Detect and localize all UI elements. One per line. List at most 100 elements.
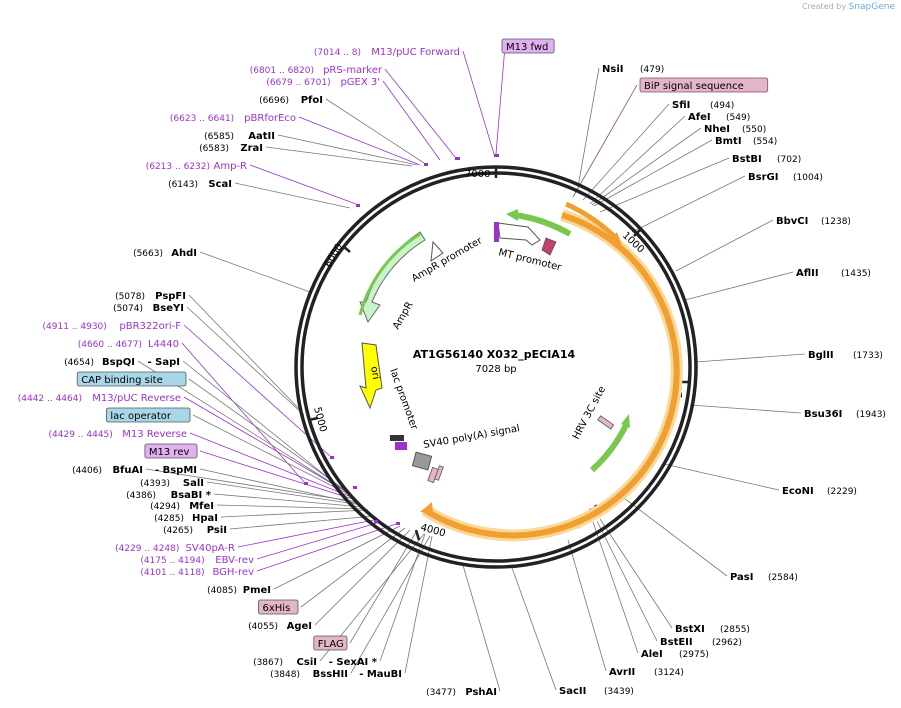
- mt-promoter-marker: [494, 222, 499, 242]
- mt-promoter-label: MT promoter: [497, 247, 563, 273]
- flag-block: [434, 465, 444, 481]
- enzyme-label-psii: PsiI: [207, 525, 227, 536]
- leader-alei: [592, 521, 639, 654]
- enzyme-label-aatii: AatII: [248, 131, 275, 142]
- enzyme-pos-hpai: (4285): [154, 514, 184, 524]
- enzyme-label-bglii: BglII: [808, 350, 834, 361]
- enzyme-pos-avrii: (3124): [654, 668, 684, 678]
- primer-pos-bgh-rev: (4101 .. 4118): [140, 568, 204, 578]
- enzyme-pos-pshai: (3477): [426, 688, 456, 698]
- feature-box-m13-fwd: [501, 38, 555, 54]
- tick-label-7000: 7000: [465, 169, 490, 180]
- leader-flag: [349, 531, 417, 644]
- lac-promoter-label: lac promoter: [387, 367, 420, 432]
- feature-label-bip-signal-sequence: BiP signal sequence: [644, 81, 744, 92]
- enzyme-pos-pfoi: (6696): [259, 96, 289, 106]
- leader-sapi: [182, 360, 343, 490]
- primer-site-marks: [304, 154, 499, 525]
- leader-pbr322ori-f: [183, 324, 331, 457]
- primer-label-pbr322ori-f: pBR322ori-F: [119, 321, 181, 332]
- enzyme-label-bsu36i: Bsu36I: [804, 409, 842, 420]
- plasmid-name: AT1G56140 X032_pECIA14: [413, 348, 576, 361]
- enzyme-label-nsii: NsiI: [602, 64, 623, 75]
- primer-mark-pbr322: [330, 456, 334, 459]
- feature-box-cap-binding-site: [76, 371, 187, 387]
- ori-arrow: [359, 342, 383, 410]
- leader-m13-reverse: [189, 432, 355, 499]
- leader-ebv-rev: [256, 521, 381, 560]
- enzyme-pos-bstbi: (702): [777, 155, 801, 165]
- enzyme-pos-alei: (2975): [679, 650, 709, 660]
- snapgene-logo: SnapGene: [848, 2, 895, 12]
- enzyme-label-bsshii: BssHII: [313, 669, 348, 680]
- enzyme-label-bfuai: BfuAI: [112, 465, 143, 476]
- leader-sali: [206, 481, 363, 506]
- leader-sexai: [379, 533, 426, 662]
- leader-bsrgi: [631, 175, 746, 233]
- primer-pos-pbrforeco: (6623 .. 6641): [170, 114, 234, 124]
- green-arc-right: [589, 423, 629, 473]
- green-arc-top: [514, 212, 572, 237]
- leader-m13-puc-reverse: [183, 396, 351, 495]
- enzyme-label-sacii: SacII: [559, 686, 586, 697]
- primer-mark-l4440: [304, 482, 308, 485]
- tick-5000: [308, 416, 319, 422]
- lac-operator-block: [390, 435, 404, 441]
- enzyme-pos-bsu36i: (1943): [856, 410, 886, 420]
- primer-pos-m13-puc-forward: (7014 .. 8): [314, 48, 361, 58]
- leader-avrii: [567, 539, 607, 672]
- tick-6000: [342, 245, 351, 253]
- lac-promoter-block: [395, 442, 407, 450]
- feature-box-lac-operator: [106, 407, 191, 423]
- feature-box-6xhis: [258, 599, 299, 615]
- primer-mark-m13-fwd: [494, 154, 499, 157]
- leader-bstxi: [599, 518, 673, 629]
- primer-mark-m13rev: [353, 486, 357, 489]
- leader-scai: [234, 182, 351, 209]
- primer-label-amp-r: Amp-R: [214, 161, 248, 172]
- feature-label-m13-rev: M13 rev: [149, 447, 190, 458]
- enzyme-label-bsrgi: BsrGI: [748, 172, 778, 183]
- primer-label-bgh-rev: BGH-rev: [212, 567, 254, 578]
- feature-label-6xhis: 6xHis: [263, 603, 291, 614]
- leader-hpai: [220, 509, 369, 518]
- feature-box-m13-rev: [144, 443, 198, 459]
- enzyme-pos-sali: (4393): [140, 479, 170, 489]
- enzyme-label-bstxi: BstXI: [675, 624, 705, 635]
- enzyme-label-sexai: - SexAI *: [329, 657, 378, 668]
- enzyme-pos-nhei: (550): [742, 125, 766, 135]
- primer-label-pgex-3: pGEX 3': [340, 77, 380, 88]
- enzyme-label-pspfi: PspFI: [155, 291, 186, 302]
- enzyme-pos-bglii: (1733): [853, 351, 883, 361]
- leader-agei: [314, 529, 411, 626]
- leader-bsshii: [350, 535, 431, 674]
- leader-zrai: [265, 146, 413, 167]
- enzyme-label-afei: AfeI: [688, 112, 711, 123]
- leader-mfei: [216, 504, 367, 510]
- enzyme-label-sapi: - SapI: [148, 357, 180, 368]
- leader-bstbi: [599, 157, 730, 213]
- enzyme-label-hpai: HpaI: [192, 513, 218, 524]
- feature-label-flag: FLAG: [318, 639, 344, 650]
- enzyme-label-bseyi: BseYI: [153, 303, 184, 314]
- leader-bseyi: [186, 306, 305, 416]
- primer-pos-amp-r: (6213 .. 6232): [146, 162, 210, 172]
- enzyme-label-pmei: PmeI: [243, 585, 271, 596]
- mt-promoter-tag: [541, 237, 557, 256]
- label-leader-lines: [137, 45, 806, 692]
- leader-afei: [589, 115, 686, 205]
- cds-orange-arrowhead: [420, 502, 433, 514]
- leader-bglii: [695, 353, 806, 363]
- enzyme-label-pshai: PshAI: [465, 687, 497, 698]
- enzyme-label-csii: CsiI: [297, 657, 317, 668]
- leader-pbrforeco: [298, 116, 421, 166]
- enzyme-label-sali: SalI: [183, 478, 204, 489]
- primer-label-pbrforeco: pBRforEco: [244, 113, 296, 124]
- enzyme-pos-bbvci: (1238): [821, 217, 851, 227]
- enzyme-label-bbvci: BbvCI: [776, 216, 808, 227]
- enzyme-pos-bsabi: (4386): [126, 491, 156, 501]
- leader-bbvci: [675, 219, 774, 272]
- enzyme-label-econi: EcoNI: [782, 486, 814, 497]
- hrv-3c-site-marker: [597, 415, 615, 430]
